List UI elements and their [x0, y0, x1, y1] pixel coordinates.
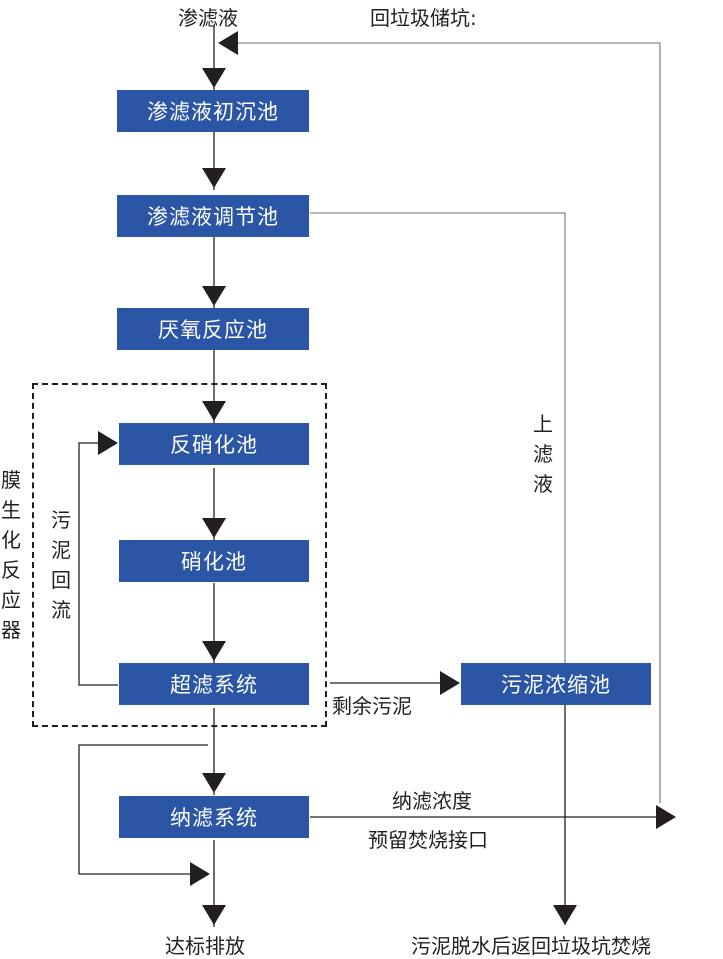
sludge-return-label: 污泥回流	[51, 508, 71, 622]
box-anaerobic[interactable]: 厌氧反应池	[117, 308, 309, 350]
box-nitrification[interactable]: 硝化池	[119, 540, 309, 582]
mbr-label: 膜生化反应器	[1, 468, 21, 642]
mbr-dashed-boundary	[32, 383, 327, 727]
return-pit-line	[238, 42, 661, 803]
excess-sludge-label: 剩余污泥	[332, 694, 412, 718]
supernatant-label: 上滤液	[533, 412, 553, 496]
sludge-output-label: 污泥脱水后返回垃圾坑焚烧	[411, 934, 651, 958]
box-sludge-thickener[interactable]: 污泥浓缩池	[461, 663, 651, 705]
supernatant-line	[310, 212, 566, 663]
incineration-port-label: 预留焚烧接口	[368, 828, 488, 852]
input-label: 渗滤液	[178, 6, 238, 30]
arrowhead	[202, 68, 226, 88]
return-pit-label: 回垃圾储坑:	[370, 6, 477, 30]
box-primary-settling[interactable]: 渗滤液初沉池	[117, 90, 309, 132]
nf-concentrate-label: 纳滤浓度	[392, 789, 472, 813]
nf-bypass-line	[78, 744, 208, 875]
box-nanofiltration[interactable]: 纳滤系统	[119, 796, 309, 838]
discharge-label: 达标排放	[165, 934, 245, 958]
box-ultrafiltration[interactable]: 超滤系统	[119, 663, 309, 705]
box-denitrification[interactable]: 反硝化池	[119, 423, 309, 465]
sludge-return-line	[78, 442, 118, 686]
box-equalization[interactable]: 渗滤液调节池	[117, 195, 309, 237]
